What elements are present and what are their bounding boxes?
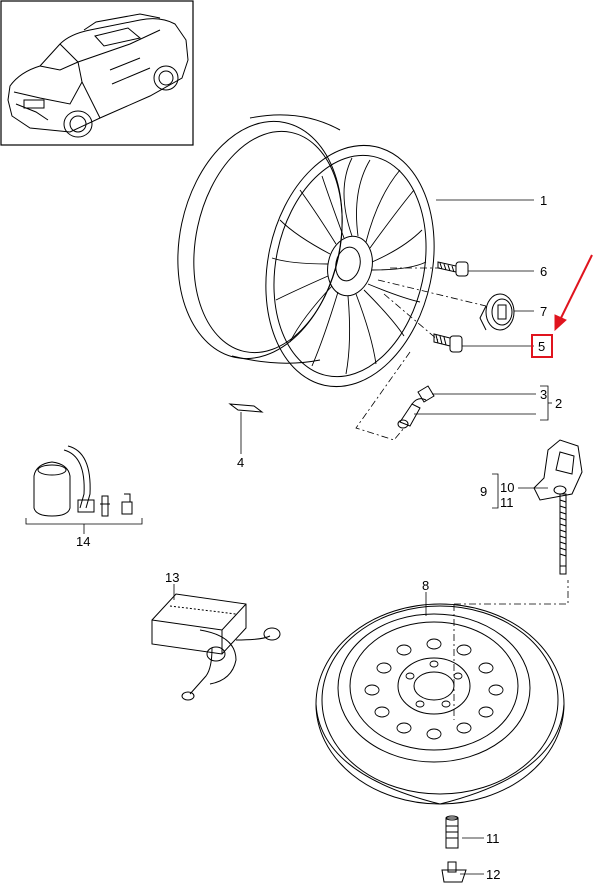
jack-bracket-icon [533,439,583,575]
callout-1: 1 [540,193,547,208]
alloy-wheel-icon [177,114,435,388]
locking-bolt-icon [433,333,463,353]
callout-7: 7 [540,304,547,319]
callout-8: 8 [422,578,429,593]
tire-valve-icon [397,385,435,429]
callout-4: 4 [237,455,244,470]
nut-icon [441,861,467,883]
callout-5: 5 [538,339,545,354]
callout-14: 14 [76,534,90,549]
highlight-arrow [554,254,593,332]
car-thumbnail-icon [0,0,194,146]
center-cap-icon [479,293,515,331]
callout-10: 10 [500,480,514,495]
compressor-icon [151,593,281,701]
highlight-box [531,334,553,358]
center-bolt-icon [445,815,459,849]
callout-13: 13 [165,570,179,585]
leader-lines [25,199,552,875]
callout-9: 9 [480,484,487,499]
callout-11-bolt: 11 [486,831,500,846]
callout-11-bracket: 11 [500,495,514,510]
balance-weight-icon [228,403,264,413]
spare-wheel-icon [315,603,565,805]
sealant-bottle-icon [33,445,133,517]
callout-2: 2 [555,396,562,411]
wheel-bolt-icon [437,261,469,277]
callout-6: 6 [540,264,547,279]
callout-3: 3 [540,387,547,402]
callout-12: 12 [486,867,500,882]
